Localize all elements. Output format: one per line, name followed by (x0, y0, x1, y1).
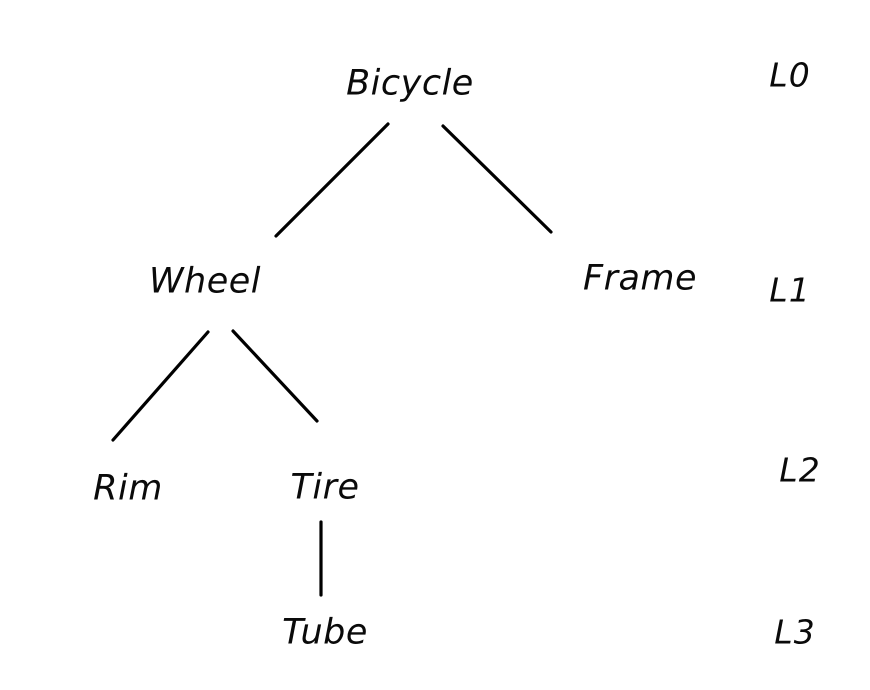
edge-bicycle-to-wheel (274, 122, 390, 238)
node-tube[interactable]: Tube (282, 612, 368, 653)
level-label-l1: L1 (769, 270, 811, 310)
level-label-l0: L0 (769, 55, 811, 95)
edge-wheel-to-rim (111, 330, 210, 442)
edge-wheel-to-tire (231, 329, 319, 423)
node-wheel[interactable]: Wheel (148, 261, 262, 302)
level-label-l2: L2 (779, 450, 821, 490)
node-rim[interactable]: Rim (93, 468, 163, 509)
node-bicycle[interactable]: Bicycle (346, 63, 474, 104)
edge-bicycle-to-frame (441, 124, 553, 234)
level-label-l3: L3 (774, 612, 816, 652)
node-tire[interactable]: Tire (290, 467, 360, 508)
node-frame[interactable]: Frame (582, 258, 698, 299)
